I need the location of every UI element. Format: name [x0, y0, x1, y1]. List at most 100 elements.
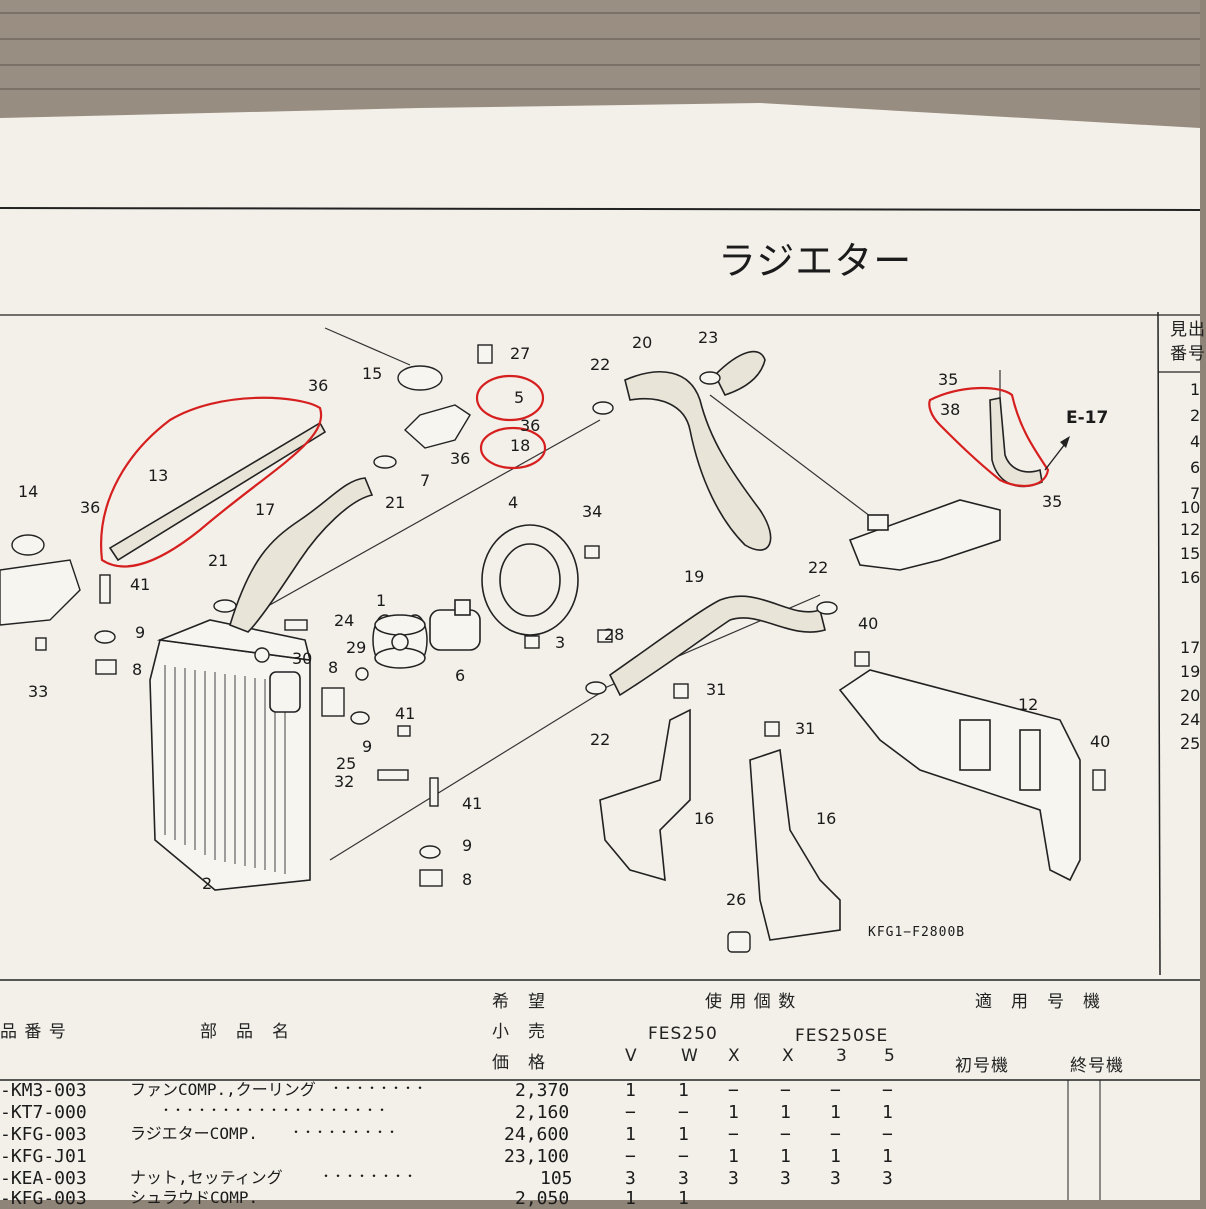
side-number: 12	[1180, 520, 1201, 539]
part-label-22: 22	[590, 730, 611, 749]
cap-15	[397, 365, 443, 391]
side-number: 6	[1190, 458, 1201, 477]
table-row-qty: 3	[678, 1168, 689, 1189]
red-highlights	[100, 374, 1050, 568]
part-label-16: 16	[816, 809, 837, 828]
table-row-qty: −	[882, 1080, 893, 1101]
part-label-9: 9	[135, 623, 146, 642]
header-part-number: 品 番 号	[0, 1022, 67, 1042]
part-label-1: 1	[376, 591, 387, 610]
header-qty: 使 用 個 数	[705, 992, 797, 1012]
part-label-31: 31	[795, 719, 816, 738]
table-row-dots: ・・・・・・・・	[320, 1169, 417, 1183]
table-row-qty: −	[780, 1080, 791, 1101]
assembly-lines	[224, 327, 1001, 861]
washer-9b	[350, 711, 370, 725]
table-row-qty: −	[728, 1080, 739, 1101]
part-label-9: 9	[462, 836, 473, 855]
part-label-32: 32	[334, 772, 355, 791]
part-label-8: 8	[462, 870, 473, 889]
table-row-name: シュラウドCOMP.	[130, 1188, 259, 1207]
small-parts	[0, 344, 1106, 953]
bolt-40b	[1092, 769, 1106, 791]
side-header-line1: 見出	[1170, 320, 1206, 340]
hose-38	[989, 397, 1043, 488]
table-row-qty: 1	[780, 1146, 791, 1167]
page-title: ラジエター	[718, 239, 913, 283]
part-label-5: 5	[514, 388, 525, 407]
part-label-9: 9	[362, 737, 373, 756]
table-row-qty: 1	[678, 1188, 689, 1209]
side-number: 19	[1180, 662, 1201, 681]
table-row-price: 2,050	[515, 1188, 570, 1209]
header-price-line3: 価 格	[492, 1053, 546, 1073]
part-label-34: 34	[582, 502, 603, 521]
table-row-qty: 3	[882, 1168, 893, 1189]
hose-19	[608, 595, 826, 697]
table-row-qty: 3	[625, 1168, 636, 1189]
washer-9c	[419, 845, 441, 859]
clip-22c	[585, 681, 607, 695]
part-label-3: 3	[555, 633, 566, 652]
clip-31a	[673, 683, 689, 699]
part-label-20: 20	[632, 333, 653, 352]
side-number: 16	[1180, 568, 1201, 587]
part-label-18: 18	[510, 436, 531, 455]
table-row-qty: 3	[830, 1168, 841, 1189]
header-applicable: 適 用 号 機	[975, 992, 1101, 1012]
header-variant: X	[728, 1046, 741, 1066]
header-model-fes250: FES250	[648, 1024, 718, 1044]
bolt-41b	[397, 725, 411, 737]
highlight-13	[100, 396, 323, 568]
side-number: 4	[1190, 432, 1201, 451]
filler-7	[403, 404, 471, 449]
part-label-22: 22	[590, 355, 611, 374]
header-price-line1: 希 望	[492, 992, 546, 1012]
header-variant: 3	[836, 1046, 848, 1066]
fan-drawing	[372, 614, 428, 669]
part-label-36: 36	[80, 498, 101, 517]
clip-21b	[213, 599, 237, 613]
ref-arrow-head	[1060, 436, 1070, 448]
part-label-36: 36	[308, 376, 329, 395]
table-row-qty: 1	[830, 1102, 841, 1123]
header-variant: X	[782, 1046, 795, 1066]
switch-27	[477, 344, 493, 364]
part-label-33: 33	[28, 682, 49, 701]
header-variant: W	[681, 1046, 699, 1066]
table-row-qty: −	[625, 1146, 636, 1167]
part-label-2: 2	[202, 874, 213, 893]
table-row-qty: 1	[625, 1188, 636, 1209]
part-label-31: 31	[706, 680, 727, 699]
fan-motor-drawing	[429, 599, 481, 651]
nut-29	[355, 667, 369, 681]
part-label-35: 35	[938, 370, 959, 389]
table-row-qty: −	[678, 1146, 689, 1167]
part-label-26: 26	[726, 890, 747, 909]
cap-14	[11, 534, 45, 556]
grommet-8b	[321, 687, 345, 717]
reservoir-drawing	[848, 499, 1001, 571]
side-number: 7	[1190, 484, 1201, 503]
table-row-part-no: -KFG-003	[0, 1124, 87, 1145]
bolt-40a	[854, 651, 870, 667]
table-row-part-no: -KFG-003	[0, 1188, 87, 1209]
table-row-name: ラジエターCOMP.	[130, 1124, 258, 1143]
table-row-qty: −	[780, 1124, 791, 1145]
side-number: 20	[1180, 686, 1201, 705]
clip-21a	[373, 455, 397, 469]
table-row-price: 23,100	[504, 1146, 570, 1167]
header-part-name: 部 品 名	[200, 1022, 290, 1042]
paper-sheet	[0, 103, 1200, 1200]
part-label-41: 41	[462, 794, 483, 813]
table-row-price: 2,370	[515, 1080, 570, 1101]
part-label-40: 40	[858, 614, 879, 633]
part-label-40: 40	[1090, 732, 1111, 751]
part-label-14: 14	[18, 482, 39, 501]
part-label-13: 13	[148, 466, 169, 485]
side-number: 10	[1180, 498, 1201, 517]
table-row-qty: −	[830, 1124, 841, 1145]
table-row-qty: −	[882, 1124, 893, 1145]
sensor-24	[284, 619, 308, 631]
side-number: 15	[1180, 544, 1201, 563]
